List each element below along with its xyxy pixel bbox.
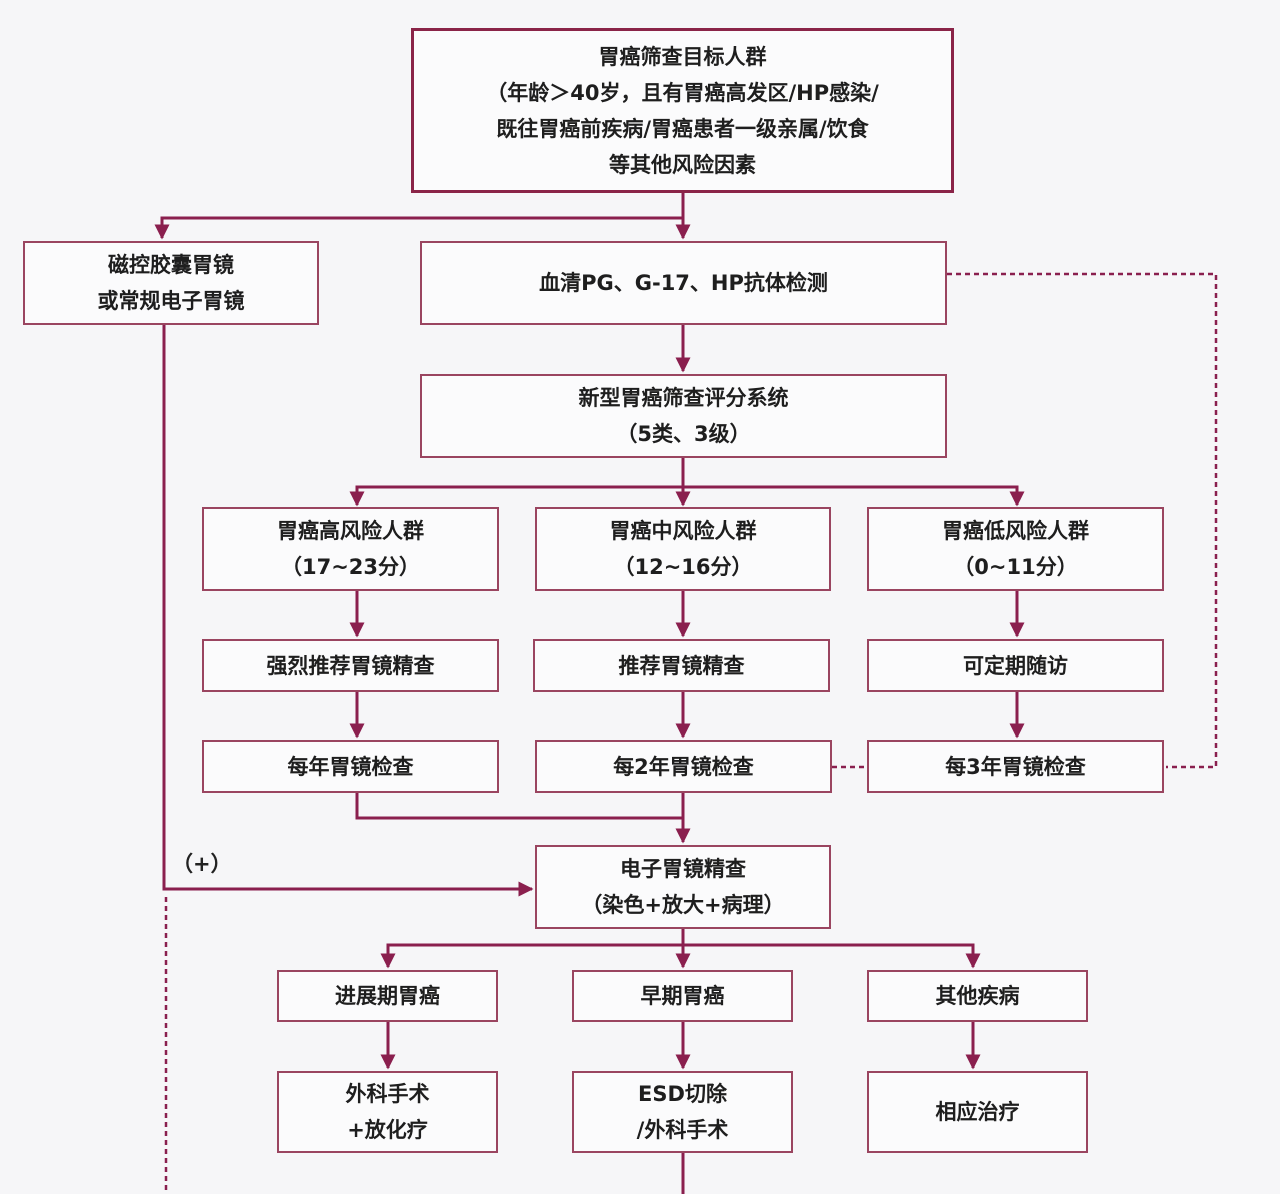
endoscopy-line-1: 电子胃镜精查 [620,857,746,881]
esd-box: ESD切除 /外科手术 [572,1071,793,1153]
serum-test-box: 血清PG、G-17、HP抗体检测 [420,241,947,325]
surgery-box: 外科手术 +放化疗 [277,1071,498,1153]
other-text: 其他疾病 [935,984,1020,1008]
treatment-box: 相应治疗 [867,1071,1088,1153]
early-text: 早期胃癌 [640,984,725,1008]
other-disease-box: 其他疾病 [867,970,1088,1022]
arrow-high-endoscopy [355,793,683,820]
low-follow-text: 每3年胃镜检查 [945,754,1086,779]
mid-risk-box: 胃癌中风险人群 （12~16分） [535,507,831,591]
mid-follow-text: 每2年胃镜检查 [613,754,754,779]
capsule-line-2: 或常规电子胃镜 [97,289,245,313]
scoring-system-box: 新型胃癌筛查评分系统 （5类、3级） [420,374,947,458]
low-risk-box: 胃癌低风险人群 （0~11分） [867,507,1164,591]
arrow-endo-advanced [380,943,683,969]
high-risk-line-2: （17~23分） [280,555,421,579]
target-line-3: 既往胃癌前疾病/胃癌患者一级亲属/饮食 [496,116,869,141]
advanced-text: 进展期胃癌 [335,984,440,1008]
low-recommendation-box: 可定期随访 [867,639,1164,692]
high-followup-box: 每年胃镜检查 [202,740,499,793]
surgery-line-2: +放化疗 [347,1118,428,1142]
dashed-serum-loop [947,272,1218,769]
high-rec-text: 强烈推荐胃镜精查 [266,653,435,678]
endoscopy-line-2: （染色+放大+病理） [581,893,785,917]
high-risk-line-1: 胃癌高风险人群 [277,519,424,543]
target-line-4: 等其他风险因素 [609,152,756,177]
mid-followup-box: 每2年胃镜检查 [535,740,832,793]
capsule-line-1: 磁控胶囊胃镜 [108,253,234,277]
arrow-endo-other [683,943,981,969]
mid-rec-text: 推荐胃镜精查 [618,653,745,678]
arrow-target-capsule [154,216,683,240]
arrow-capsule-endoscopy [162,325,534,897]
mid-risk-line-1: 胃癌中风险人群 [609,519,757,543]
serum-line-1: 血清PG、G-17、HP抗体检测 [539,271,828,295]
surgery-line-1: 外科手术 [345,1082,430,1106]
low-followup-box: 每3年胃镜检查 [867,740,1164,793]
scoring-line-1: 新型胃癌筛查评分系统 [578,386,789,410]
capsule-endoscopy-box: 磁控胶囊胃镜 或常规电子胃镜 [23,241,319,325]
esd-line-2: /外科手术 [636,1118,729,1142]
high-risk-box: 胃癌高风险人群 （17~23分） [202,507,499,591]
low-risk-line-2: （0~11分） [953,555,1078,579]
advanced-cancer-box: 进展期胃癌 [277,970,498,1022]
mid-recommendation-box: 推荐胃镜精查 [533,639,830,692]
low-rec-text: 可定期随访 [963,653,1068,678]
high-follow-text: 每年胃镜检查 [287,754,414,779]
esd-line-1: ESD切除 [638,1082,727,1106]
target-population-box: 胃癌筛查目标人群 （年龄＞40岁，且有胃癌高发区/HP感染/ 既往胃癌前疾病/胃… [411,28,954,193]
target-line-2: （年龄＞40岁，且有胃癌高发区/HP感染/ [486,80,879,105]
early-cancer-box: 早期胃癌 [572,970,793,1022]
positive-label: （+） [172,852,232,876]
mid-risk-line-2: （12~16分） [613,555,753,579]
arrow-scoring-low [683,485,1025,507]
target-line-1: 胃癌筛查目标人群 [598,44,767,69]
endoscopy-exam-box: 电子胃镜精查 （染色+放大+病理） [535,845,831,929]
low-risk-line-1: 胃癌低风险人群 [942,519,1089,543]
high-recommendation-box: 强烈推荐胃镜精查 [202,639,499,692]
arrow-scoring-high [349,485,683,507]
treat-text: 相应治疗 [935,1100,1020,1124]
scoring-line-2: （5类、3级） [616,422,751,446]
